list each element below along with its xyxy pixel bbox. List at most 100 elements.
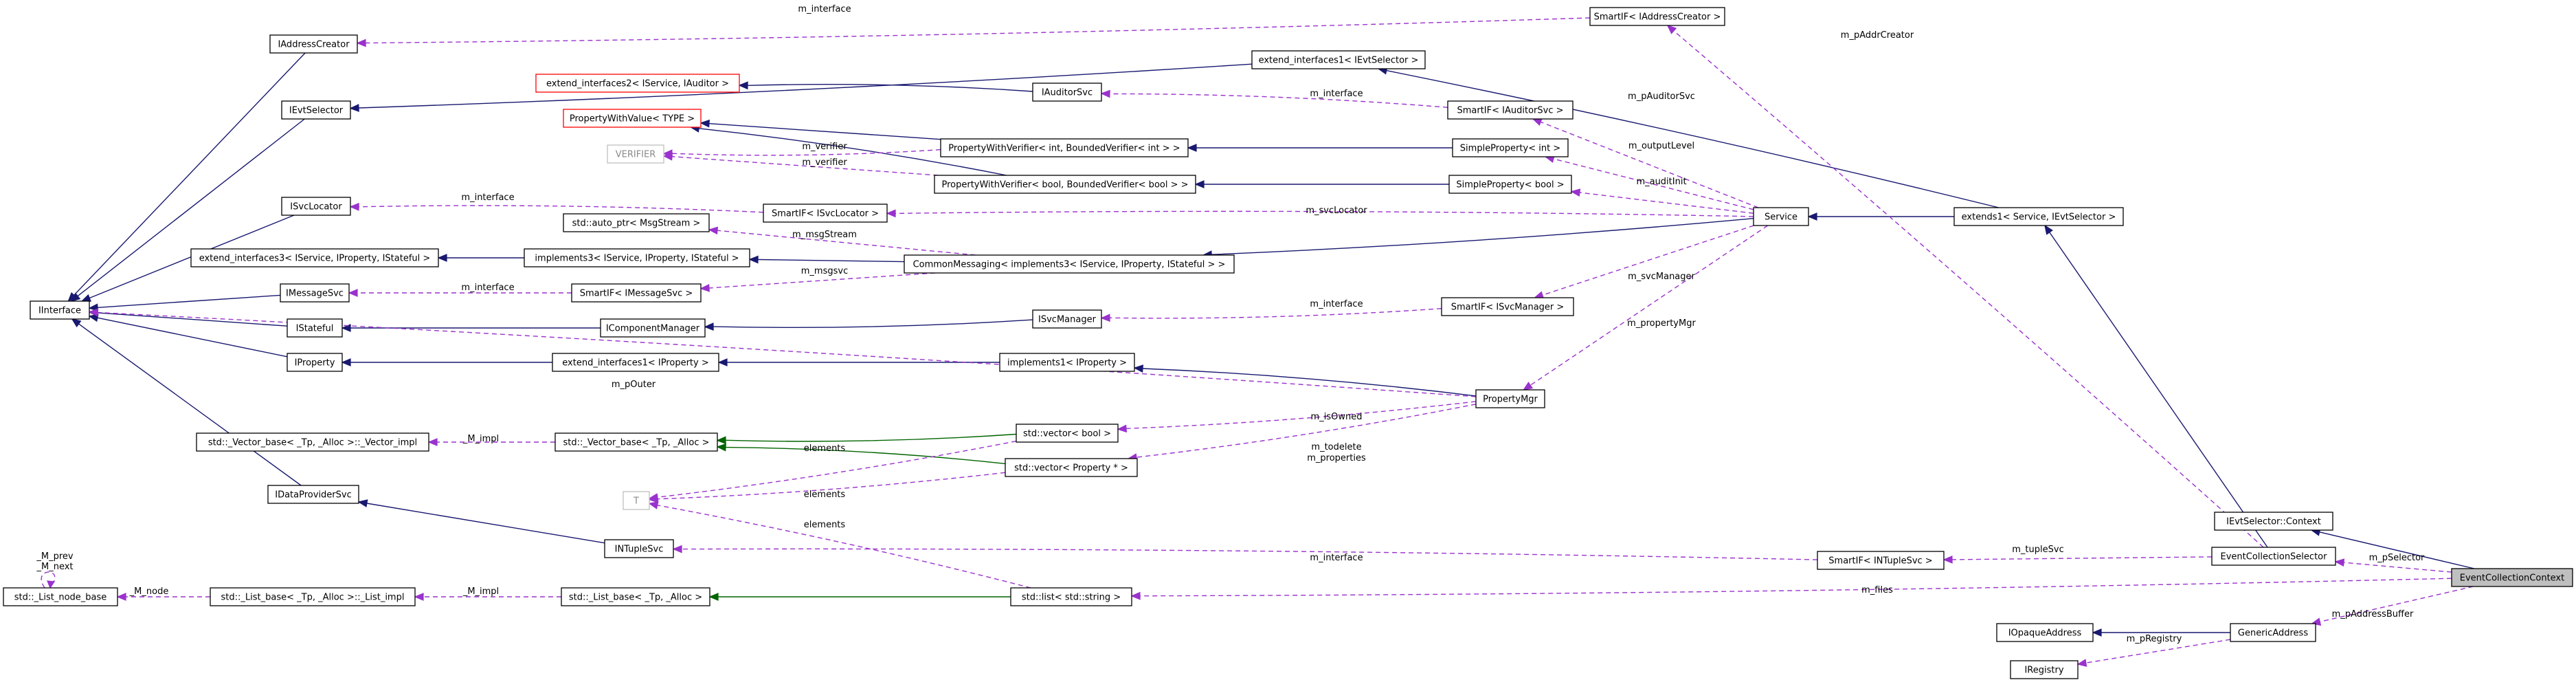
edge-line (2319, 531, 2475, 569)
edge-line (41, 571, 56, 589)
class-node-vector-base-impl[interactable]: std::_Vector_base< _Tp, _Alloc >::_Vecto… (196, 432, 429, 452)
edge-line (681, 548, 1818, 560)
edge-arrowhead (437, 254, 447, 262)
class-node-list-base[interactable]: std::_List_base< _Tp, _Alloc > (561, 587, 710, 606)
class-node-label: IDataProviderSvc (275, 490, 352, 501)
inheritance-edge-isvc-manager-to-icomponent-mgr (704, 319, 1033, 331)
class-node-box (1817, 551, 1945, 570)
class-node-label: PropertyMgr (1483, 395, 1538, 405)
class-node-label: IComponentManager (606, 324, 700, 334)
class-node-property-mgr[interactable]: PropertyMgr (1475, 389, 1545, 408)
edge-label-m-files: m_files (1861, 585, 1893, 595)
class-node-label: EventCollectionSelector (2221, 552, 2328, 562)
inheritance-edge-extends1-to-service (1807, 212, 1954, 221)
class-node-pwvbool[interactable]: PropertyWithVerifier< bool, BoundedVerif… (934, 175, 1196, 194)
class-node-box (524, 248, 750, 267)
edge-arrowhead (1133, 364, 1144, 373)
edge-line (1951, 556, 2213, 560)
usage-edge-evt-col-sel-to-smart-ifaddr (1666, 24, 2264, 548)
class-node-iopaque-addr[interactable]: IOpaqueAddress (1996, 623, 2094, 642)
class-node-verifier[interactable]: VERIFIER (607, 144, 664, 164)
inheritance-edge-property-mgr-to-impl1 (1133, 364, 1477, 397)
class-node-label: IStateful (296, 324, 334, 334)
class-node-iregistry[interactable]: IRegistry (2010, 660, 2079, 679)
class-node-ext-if3[interactable]: extend_interfaces3< IService, IProperty,… (190, 248, 439, 267)
class-node-smart-ifnt[interactable]: SmartIF< INTupleSvc > (1817, 551, 1945, 570)
edge-arrowhead (2334, 558, 2345, 567)
class-node-smart-ifaud[interactable]: SmartIF< IAuditorSvc > (1447, 100, 1573, 120)
usage-edge-list-base-to-list-base-impl (414, 593, 561, 601)
class-node-list-string[interactable]: std::list< std::string > (1010, 587, 1132, 606)
usage-edge-service-to-smart-ifaud (1532, 118, 1759, 208)
class-node-isvc-locator[interactable]: ISvcLocator (281, 197, 351, 216)
inheritance-edge-istateful-to-iinterface (88, 309, 288, 327)
class-node-vec-prop[interactable]: std::vector< Property * > (1005, 458, 1138, 477)
class-node-list-node-base[interactable]: std::_List_node_base (3, 587, 118, 606)
edge-arrowhead (1942, 555, 1953, 564)
class-node-ext-if2[interactable]: extend_interfaces2< IService, IAuditor > (535, 74, 740, 93)
edge-arrowhead (348, 289, 358, 297)
class-node-label: IMessageSvc (286, 289, 344, 299)
edge-label-m-output-level: m_outputLevel (1628, 141, 1694, 151)
class-node-smart-ifsvc-mgr[interactable]: SmartIF< ISvcManager > (1441, 297, 1574, 316)
class-node-ievt-selector[interactable]: IEvtSelector (281, 100, 351, 120)
class-node-label: PropertyWithValue< TYPE > (570, 114, 695, 124)
class-node-iaddress-creator[interactable]: IAddressCreator (269, 34, 358, 54)
class-node-box (1032, 309, 1102, 329)
edge-label-m-svc-locator: m_svcLocator (1306, 206, 1367, 216)
class-node-iinterface[interactable]: IInterface (30, 300, 90, 320)
class-node-evt-col-sel[interactable]: EventCollectionSelector (2211, 547, 2336, 566)
class-node-simple-int[interactable]: SimpleProperty< int > (1452, 138, 1569, 157)
class-node-service[interactable]: Service (1753, 207, 1809, 226)
class-node-box (2214, 512, 2333, 531)
edge-line (1109, 93, 1448, 108)
class-node-box (2230, 623, 2316, 642)
class-node-ext-if1[interactable]: extend_interfaces1< IProperty > (552, 353, 719, 372)
edge-arrowhead (886, 209, 896, 218)
class-node-icomponent-mgr[interactable]: IComponentManager (600, 318, 706, 338)
class-node-impl3[interactable]: implements3< IService, IProperty, IState… (524, 248, 750, 267)
class-node-intuple-svc[interactable]: INTupleSvc (604, 539, 674, 558)
class-node-ext-if-evt[interactable]: extend_interfaces1< IEvtSelector > (1251, 50, 1426, 69)
edge-arrowhead (662, 152, 673, 161)
class-node-vec-bool[interactable]: std::vector< bool > (1016, 424, 1119, 443)
edge-arrowhead (357, 499, 368, 507)
edge-line (1139, 578, 2452, 597)
class-node-impl1[interactable]: implements1< IProperty > (999, 353, 1135, 372)
class-node-label: std::_Vector_base< _Tp, _Alloc > (563, 438, 709, 448)
inheritance-edge-ext-if1-to-iproperty (341, 358, 552, 366)
class-node-iproperty[interactable]: IProperty (287, 353, 343, 372)
class-node-smart-ifloc[interactable]: SmartIF< ISvcLocator > (763, 204, 888, 223)
class-node-box (535, 74, 740, 93)
class-node-iauditor-svc[interactable]: IAuditorSvc (1032, 83, 1102, 102)
edge-arrowhead (1117, 424, 1128, 433)
class-node-idata-provider-svc[interactable]: IDataProviderSvc (267, 485, 359, 504)
class-node-auto-ptr[interactable]: std::auto_ptr< MsgStream > (563, 213, 710, 232)
edge-arrowhead (2044, 224, 2053, 235)
edge-arrowhead (716, 443, 726, 452)
edge-line (671, 156, 939, 176)
class-node-t[interactable]: T (623, 491, 650, 510)
usage-edge-smart-ifaud-to-iauditor-svc (1100, 89, 1448, 108)
class-node-smart-ifaddr[interactable]: SmartIF< IAddressCreator > (1589, 7, 1725, 26)
class-node-imessage-svc[interactable]: IMessageSvc (280, 283, 350, 303)
usage-edge-vector-base-to-vector-base-impl (427, 438, 555, 446)
class-node-evt-col-ctx[interactable]: EventCollectionContext (2451, 568, 2573, 587)
class-node-box (190, 248, 439, 267)
class-node-istateful[interactable]: IStateful (287, 318, 343, 338)
usage-edge-evt-col-sel-to-smart-ifnt (1942, 555, 2213, 564)
class-node-smart-ifmsg[interactable]: SmartIF< IMessageSvc > (571, 283, 702, 303)
class-node-simple-bool[interactable]: SimpleProperty< bool > (1448, 175, 1572, 194)
class-node-common-msg[interactable]: CommonMessaging< implements3< IService, … (904, 254, 1235, 274)
class-node-evt-sel-ctx[interactable]: IEvtSelector::Context (2214, 512, 2333, 531)
class-node-vector-base[interactable]: std::_Vector_base< _Tp, _Alloc > (555, 432, 718, 452)
class-node-pwvint[interactable]: PropertyWithVerifier< int, BoundedVerifi… (940, 138, 1189, 157)
class-node-isvc-manager[interactable]: ISvcManager (1032, 309, 1102, 329)
class-node-generic-addr[interactable]: GenericAddress (2230, 623, 2316, 642)
class-node-prop-with-value[interactable]: PropertyWithValue< TYPE > (563, 109, 702, 128)
edge-line (1211, 218, 1754, 255)
class-node-box (1016, 424, 1119, 443)
class-node-list-base-impl[interactable]: std::_List_base< _Tp, _Alloc >::_List_im… (210, 587, 416, 606)
edge-line (74, 52, 306, 296)
class-node-extends1[interactable]: extends1< Service, IEvtSelector > (1953, 207, 2124, 226)
